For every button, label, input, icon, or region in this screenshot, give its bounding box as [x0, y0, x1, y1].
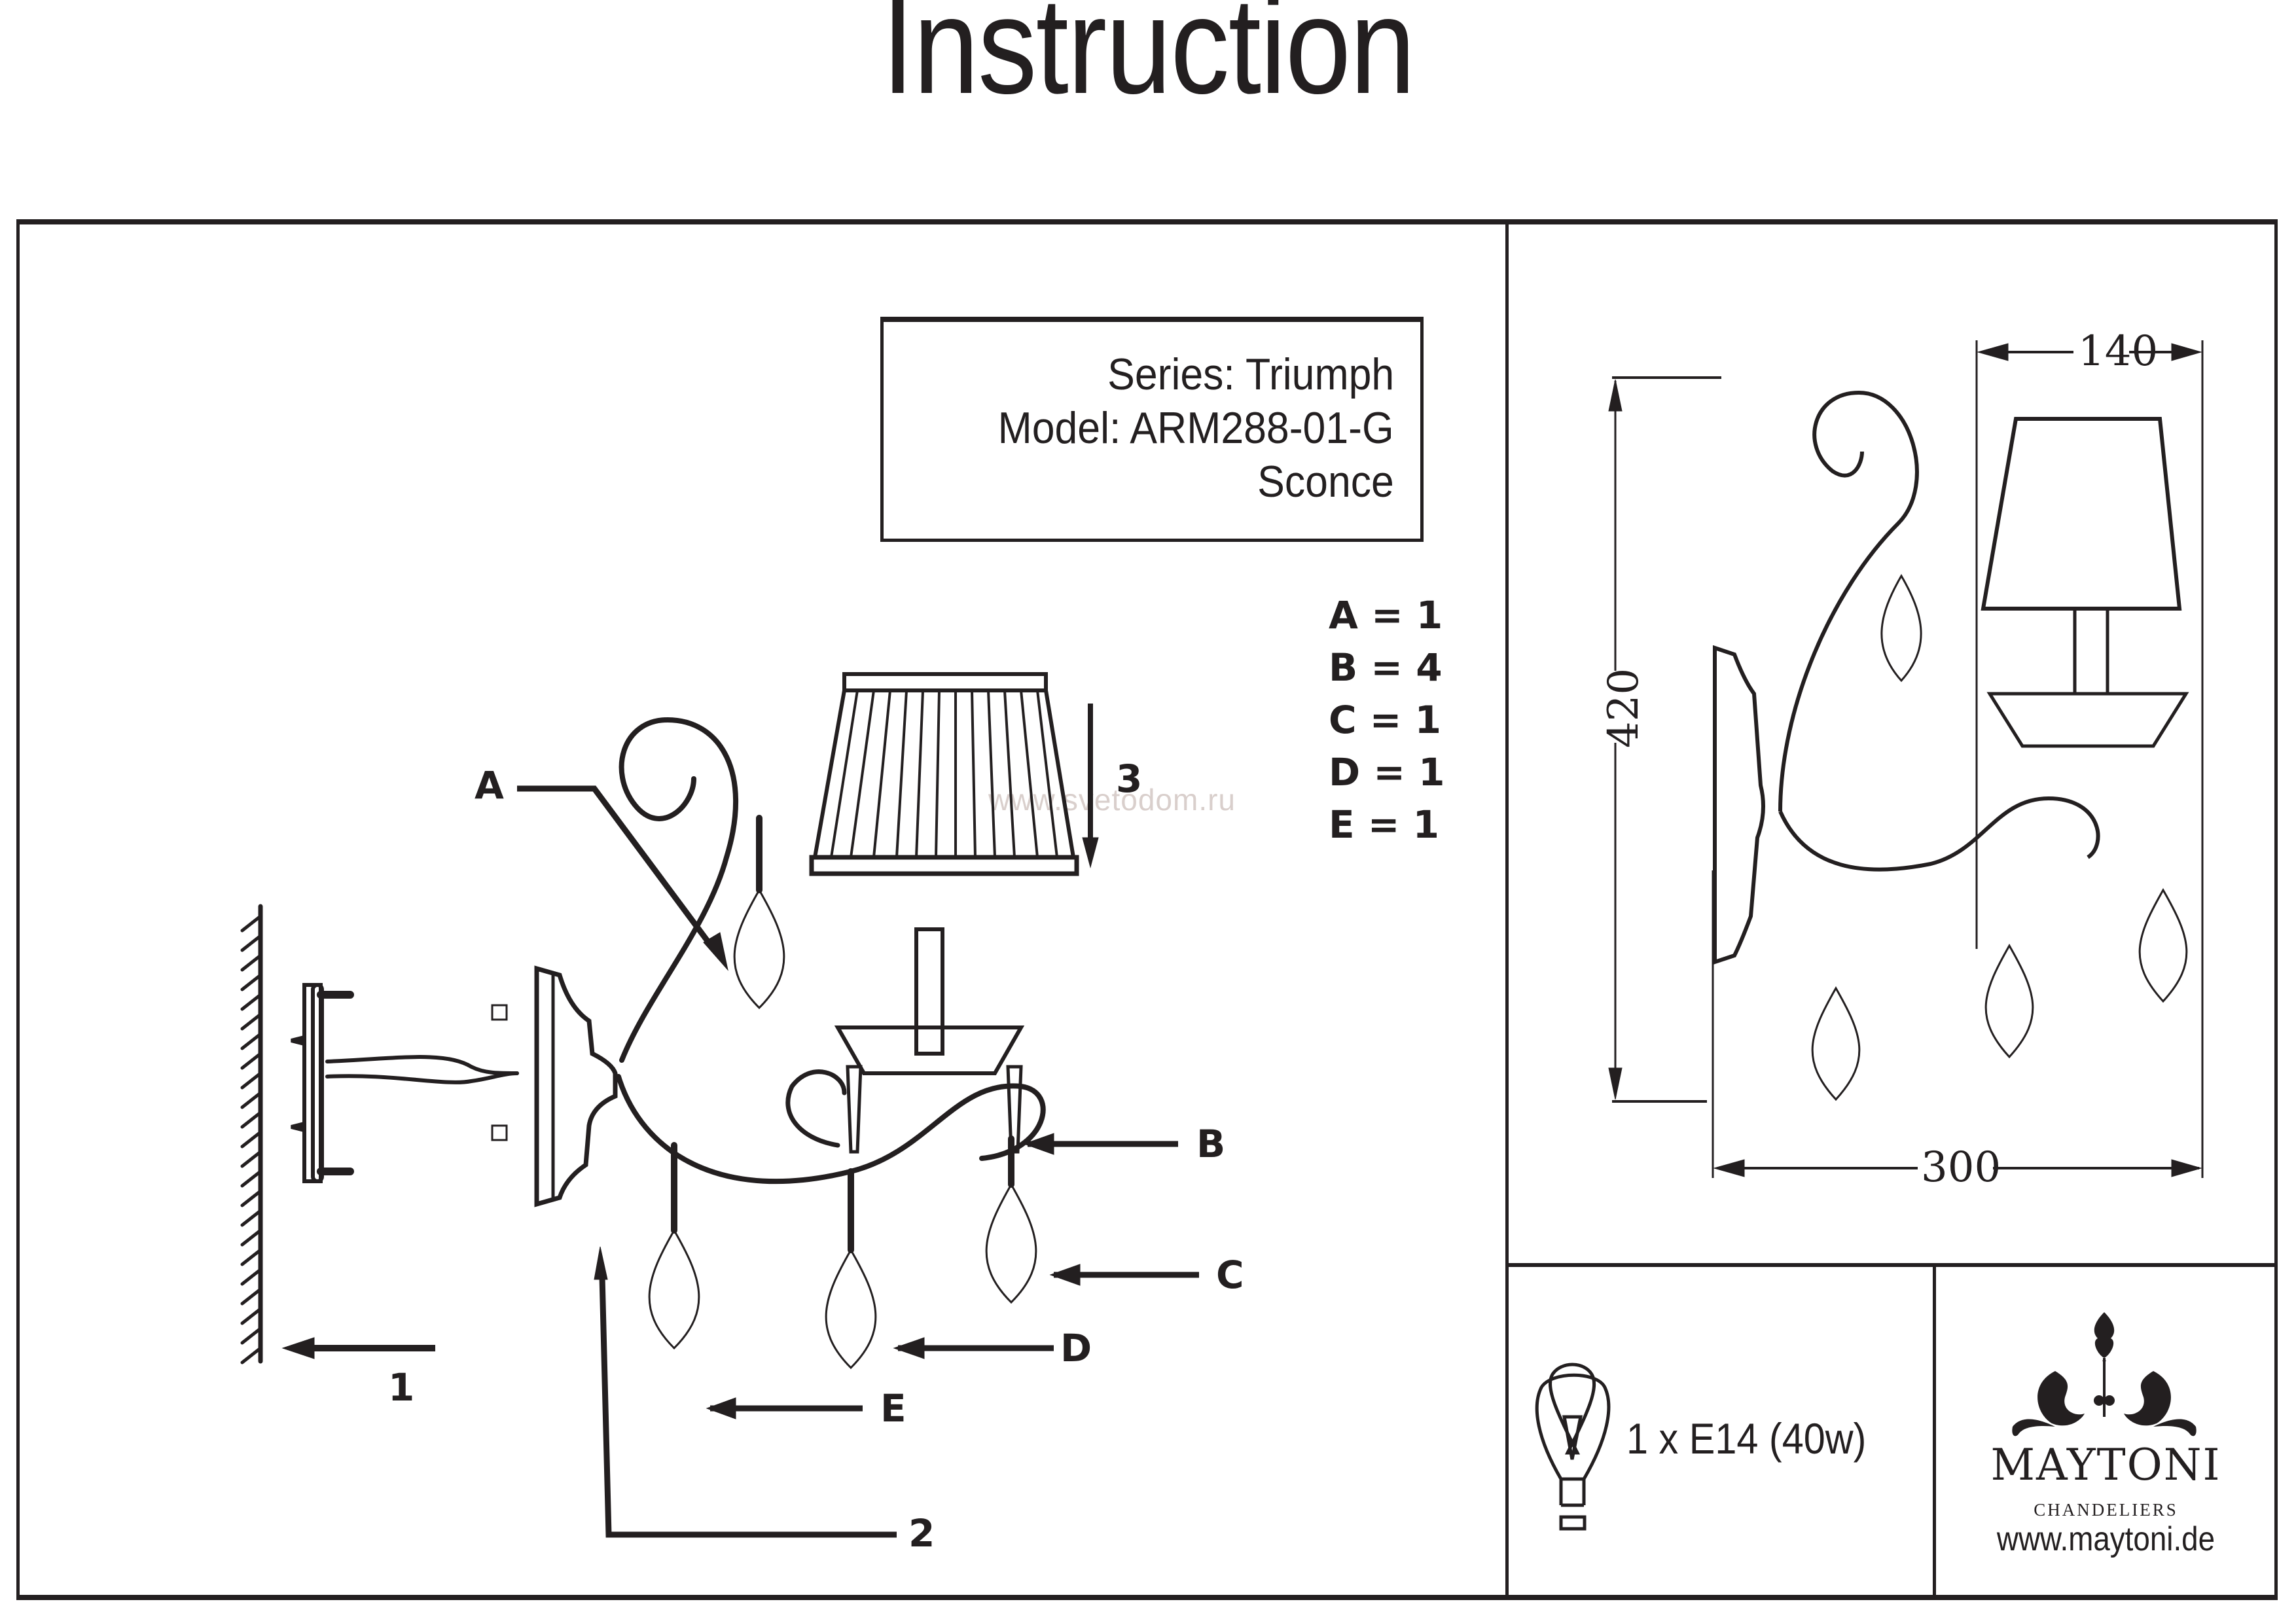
arm-icon [1778, 796, 2100, 872]
step-2-arrow [599, 1275, 897, 1538]
arm-icon [616, 1074, 1046, 1185]
chandelier-ornament-icon [2012, 1312, 2197, 1436]
bulb-spec-text: 1 x E14 (40w) [1626, 1414, 1867, 1463]
bobeche-icon [834, 1026, 1025, 1075]
bobeche-icon [1986, 692, 2189, 748]
panel-divider-horizontal [1505, 1263, 2278, 1267]
parts-list-item: A = 1 [1329, 593, 1443, 637]
wall-icon [240, 904, 263, 1364]
callout-label-b: B [1196, 1122, 1226, 1166]
callout-label-e: E [880, 1386, 906, 1431]
brand-url-link[interactable]: www.maytoni.de [1996, 1520, 2215, 1558]
product-type-label: Sconce [1257, 457, 1394, 507]
dimension-height: 420 [1600, 668, 1649, 749]
dimension-depth: 300 [1921, 1143, 2001, 1192]
dimension-drawing [1608, 340, 2204, 1178]
candle-socket-icon [2073, 607, 2109, 696]
back-plate-icon [534, 965, 618, 1207]
light-bulb-icon [1535, 1363, 1611, 1531]
lamp-shade-icon [809, 672, 1079, 876]
crystal-pendant-icon [648, 887, 1037, 1370]
callout-arrow-a [517, 785, 716, 951]
step-label-3: 3 [1116, 757, 1143, 801]
arrow-head-icon [703, 932, 728, 971]
mounting-bracket-icon [291, 983, 354, 1183]
brand-name: MAYTONI [1990, 1440, 2221, 1490]
product-info-box: Series: Triumph Model: ARM288-01-G Sconc… [880, 317, 1424, 542]
series-label: Series: Triumph [1107, 349, 1394, 399]
step-label-1: 1 [388, 1365, 415, 1410]
crystal-drop-icon [846, 1065, 1023, 1154]
brand-subtitle: CHANDELIERS [2034, 1500, 2178, 1520]
callout-label-d: D [1060, 1326, 1092, 1370]
cap-nut-icon [491, 1004, 508, 1021]
model-label: Model: ARM288-01-G [997, 403, 1394, 453]
candle-socket-icon [914, 927, 944, 1056]
parts-list-item: B = 4 [1329, 645, 1443, 690]
callout-label-c: C [1216, 1253, 1244, 1297]
parts-list-item: E = 1 [1329, 802, 1439, 847]
cap-nut-icon [491, 1124, 508, 1141]
parts-list-item: D = 1 [1329, 750, 1445, 794]
document-title: Instruction [881, 0, 1416, 122]
panel-divider-vertical [1505, 219, 1509, 1600]
drawing-frame [16, 219, 2278, 1600]
lamp-shade-icon [1981, 417, 2182, 611]
back-plate-icon [1713, 645, 1765, 965]
dimension-shade-width: 140 [2078, 327, 2159, 376]
footer-divider-vertical [1933, 1263, 1936, 1600]
callout-label-a: A [475, 763, 504, 808]
crystal-pendant-icon [1811, 574, 2188, 1101]
step-label-2: 2 [908, 1511, 935, 1556]
parts-list-item: C = 1 [1329, 698, 1441, 742]
